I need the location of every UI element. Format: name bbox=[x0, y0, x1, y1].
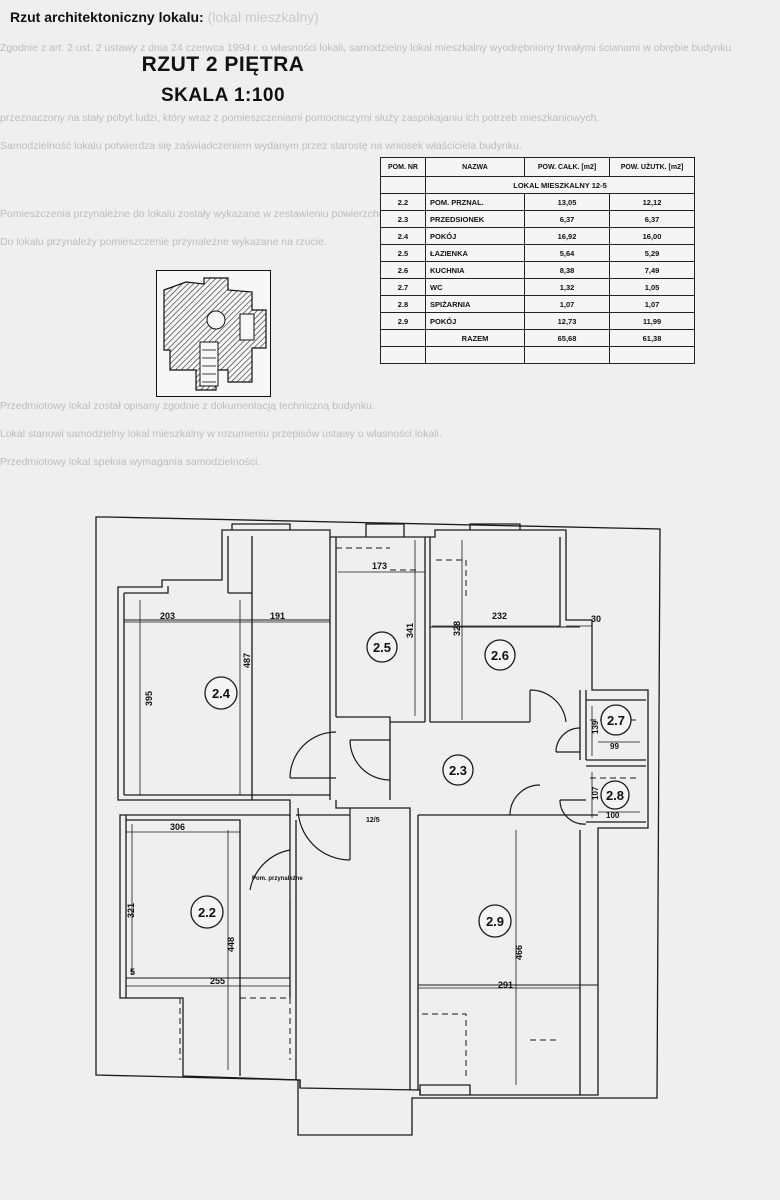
room-label: 2.6 bbox=[491, 648, 509, 663]
faint-background-text: Zgodnie z art. 2 ust. 2 ustawy z dnia 24… bbox=[0, 42, 732, 54]
dimension-label: 321 bbox=[126, 903, 136, 918]
room-marker bbox=[478, 904, 512, 938]
drawing-title: RZUT 2 PIĘTRA bbox=[141, 53, 305, 76]
dimension-label: 466 bbox=[514, 945, 524, 960]
room-label: 2.9 bbox=[486, 914, 504, 929]
header-label: Rzut architektoniczny lokalu: (lokal mie… bbox=[10, 9, 319, 25]
room-marker bbox=[600, 704, 632, 736]
dimension-label: 328 bbox=[452, 621, 462, 636]
dimension-label: 173 bbox=[372, 561, 387, 571]
room-marker bbox=[204, 676, 238, 710]
faint-background-text: Przedmiotowy lokal spełnia wymagania sam… bbox=[0, 456, 261, 468]
faint-background-text: Lokal stanowi samodzielny lokal mieszkal… bbox=[0, 428, 442, 440]
dimension-label: 107 bbox=[591, 786, 600, 800]
dimension-label: 203 bbox=[160, 611, 175, 621]
dimension-label: 191 bbox=[270, 611, 285, 621]
dimension-label: 100 bbox=[606, 811, 620, 820]
dimension-label: 341 bbox=[405, 623, 415, 638]
dimension-label: 99 bbox=[610, 742, 619, 751]
room-marker bbox=[484, 639, 516, 671]
room-label: 2.8 bbox=[606, 788, 624, 803]
faint-background-text: przeznaczony na stały pobyt ludzi, który… bbox=[0, 112, 600, 124]
key-plan bbox=[156, 270, 271, 397]
dimension-label: 487 bbox=[242, 653, 252, 668]
dimension-label: 139 bbox=[591, 720, 600, 734]
room-label: 2.2 bbox=[198, 905, 216, 920]
dimension-label: 30 bbox=[591, 614, 601, 624]
room-marker bbox=[600, 780, 630, 810]
auxiliary-room-note: Pom. przynależne bbox=[252, 876, 303, 882]
dimension-label: 12/5 bbox=[366, 817, 380, 824]
room-marker bbox=[190, 895, 224, 929]
drawing-scale: SKALA 1:100 bbox=[160, 85, 286, 106]
dimension-label: 232 bbox=[492, 611, 507, 621]
room-marker bbox=[366, 631, 398, 663]
dimension-label: 306 bbox=[170, 822, 185, 832]
room-label: 2.7 bbox=[607, 713, 625, 728]
dimension-label: 5 bbox=[130, 967, 135, 977]
dimension-label: 395 bbox=[144, 691, 154, 706]
room-label: 2.5 bbox=[373, 640, 391, 655]
faint-background-text: Samodzielność lokalu potwierdza się zaśw… bbox=[0, 140, 522, 152]
room-label: 2.4 bbox=[212, 686, 231, 701]
room-marker bbox=[442, 754, 474, 786]
room-area-table: POM. NR NAZWA POW. CAŁK. [m2] POW. UŻUTK… bbox=[380, 157, 695, 364]
faint-background-text: Do lokalu przynależy pomieszczenie przyn… bbox=[0, 236, 327, 248]
dimension-label: 291 bbox=[498, 980, 513, 990]
faint-background-text: Pomieszczenia przynależne do lokalu zost… bbox=[0, 208, 416, 220]
dimension-label: 255 bbox=[210, 976, 225, 986]
table-empty-row bbox=[380, 346, 695, 364]
faint-background-text: Przedmiotowy lokal został opisany zgodni… bbox=[0, 400, 375, 412]
room-label: 2.3 bbox=[449, 763, 467, 778]
dimension-label: 448 bbox=[226, 937, 236, 952]
